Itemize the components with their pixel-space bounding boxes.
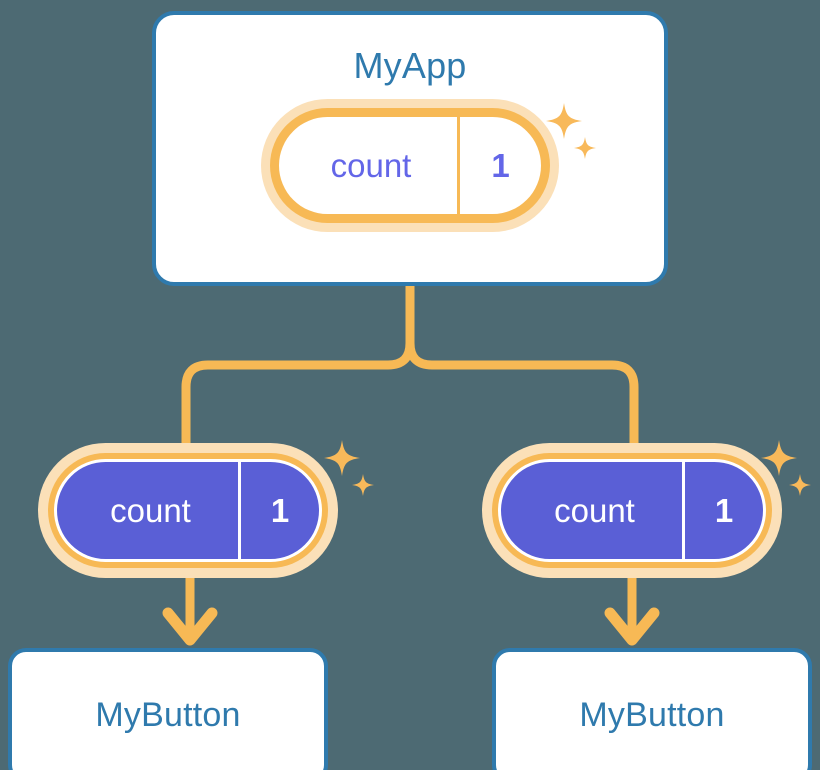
state-pill-root-key: count xyxy=(330,146,412,184)
connector-tree-path-left xyxy=(181,281,415,475)
component-card-mybutton-1[interactable]: MyButton xyxy=(8,648,328,770)
connector-tree-path xyxy=(405,281,639,475)
state-pill-child-1-key: count xyxy=(110,491,191,529)
component-title-myapp: MyApp xyxy=(353,45,467,86)
state-pill-child-2-body: count 1 xyxy=(498,459,766,562)
state-pill-child-1-body: count 1 xyxy=(54,459,322,562)
arrow-down-icon-right xyxy=(604,570,660,646)
state-pill-child-2-key: count xyxy=(554,491,635,529)
component-card-myapp[interactable]: MyApp xyxy=(152,11,668,286)
component-title-mybutton-2: MyButton xyxy=(579,696,725,734)
component-title-mybutton-1: MyButton xyxy=(95,696,241,734)
state-pill-root[interactable]: count 1 xyxy=(270,108,550,223)
state-pill-root-value: 1 xyxy=(457,117,541,214)
state-pill-child-1[interactable]: count 1 xyxy=(48,453,328,568)
state-pill-child-2[interactable]: count 1 xyxy=(492,453,772,568)
arrow-down-icon-left xyxy=(162,570,218,646)
state-pill-root-body: count 1 xyxy=(279,117,541,214)
component-card-mybutton-2[interactable]: MyButton xyxy=(492,648,812,770)
state-pill-child-2-value: 1 xyxy=(682,462,763,559)
state-pill-child-1-value: 1 xyxy=(238,462,319,559)
